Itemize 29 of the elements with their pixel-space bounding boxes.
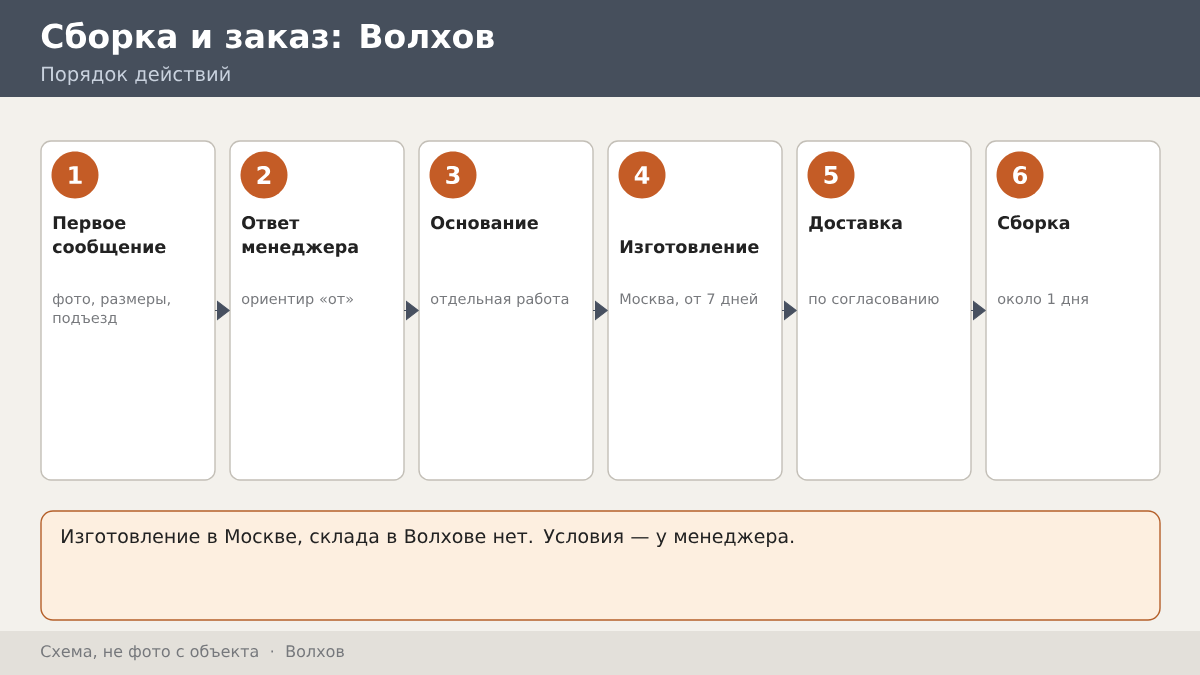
number-badge: 2 [240, 151, 288, 199]
arrow [970, 300, 986, 321]
title: Сборка и заказ: Волхов [41, 21, 494, 55]
step-description: ориентир «от» [242, 295, 353, 307]
step-title: Доставка [809, 216, 902, 232]
step-title: Основание [431, 216, 538, 230]
step-description: фото, размеры, подъезд [53, 293, 170, 325]
step-description: около 1 дня [998, 293, 1088, 306]
arrow [592, 300, 608, 321]
footer-text: Схема, не фото с объекта [41, 644, 258, 661]
number-badge: 6 [996, 151, 1044, 199]
number-badge: 1 [51, 151, 99, 199]
number-badge: 4 [618, 151, 666, 199]
step-description: Москва, от 7 дней [620, 293, 757, 306]
step-title: Сборка [998, 215, 1070, 233]
step-description: по согласованию [809, 295, 939, 305]
arrow [781, 300, 797, 321]
step-title: Ответ менеджера [242, 216, 358, 257]
step-title: Изготовление [620, 240, 759, 254]
arrow [214, 300, 230, 321]
footer-text: Волхов [286, 645, 344, 658]
step-description: отдельная работа [431, 292, 569, 307]
step-title: Первое сообщение [52, 216, 166, 256]
number-badge: 3 [429, 151, 477, 199]
subtitle: Порядок действий [42, 66, 230, 86]
footer-text: · [271, 650, 273, 653]
number-badge: 5 [807, 151, 855, 199]
note-box: Изготовление в Москве, склада в Волхове нет. Условия — у менеджера. [40, 510, 1161, 621]
arrow [403, 300, 419, 321]
